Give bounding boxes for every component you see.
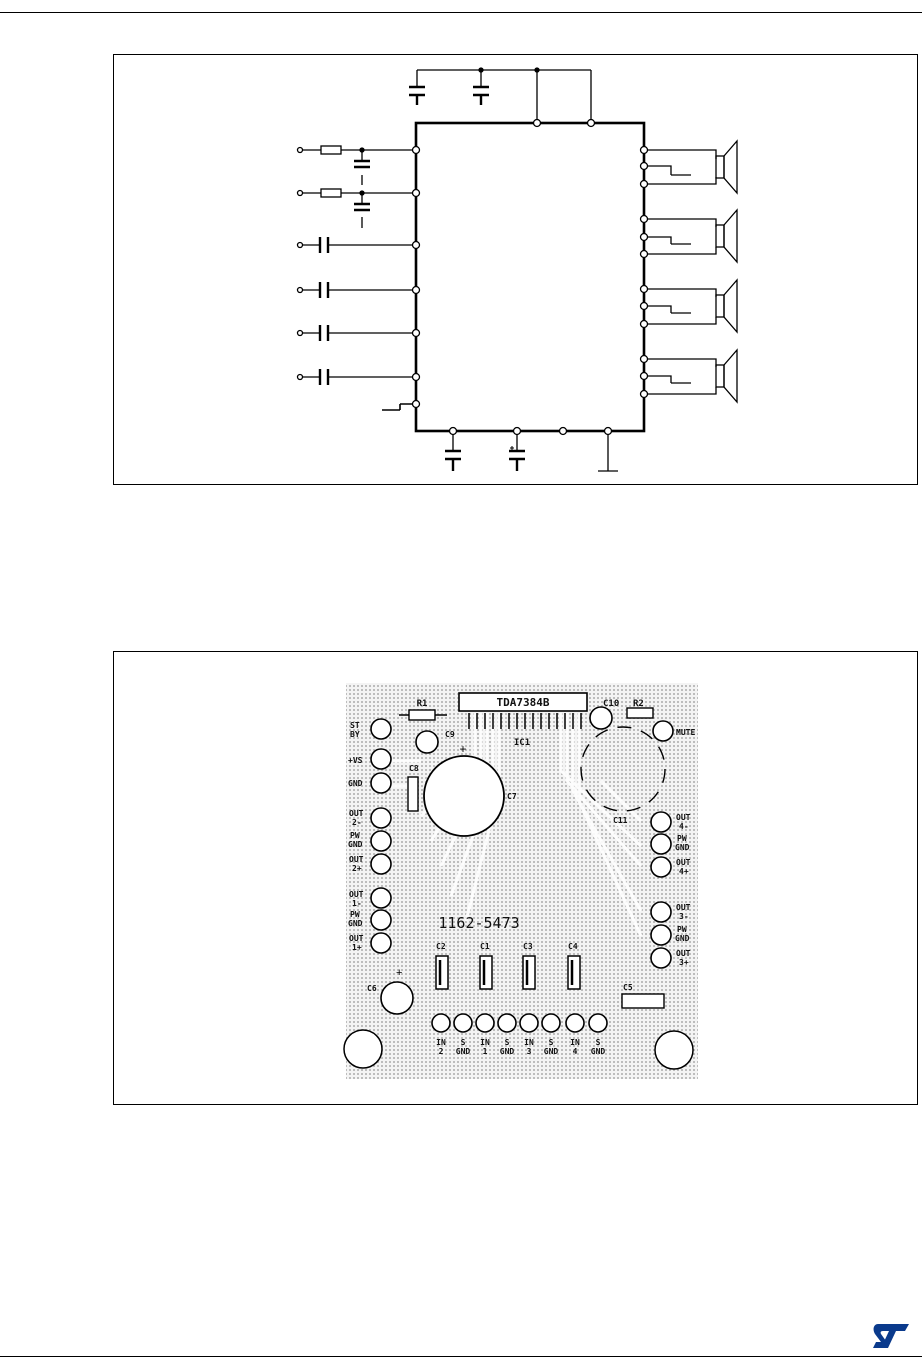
pad-label: GND [348, 840, 363, 849]
pad-label: 3- [679, 912, 689, 921]
input-network [296, 145, 416, 411]
c11-outline [580, 726, 666, 812]
r2-label: R2 [633, 699, 644, 709]
c10-body [589, 706, 613, 730]
left-pads: ST BY +VS GND OUT 2- PW GND OUT 2+ OUT 1… [348, 718, 392, 954]
pad-label: PW [677, 834, 687, 843]
pad-label: OUT [676, 858, 691, 867]
c2-label: C2 [436, 942, 446, 951]
pad-label: 3 [527, 1047, 532, 1056]
pad-label: GND [348, 919, 363, 928]
st-logo-icon [872, 1323, 910, 1349]
board-number: 1162-5473 [438, 914, 519, 932]
pad-label: 1- [352, 899, 362, 908]
pad-label: PW [677, 925, 687, 934]
c10-label: C10 [603, 699, 619, 709]
pad-label: GND [348, 779, 363, 788]
c3-label: C3 [523, 942, 533, 951]
c5-body [621, 993, 665, 1009]
pcb-board [346, 683, 698, 1079]
pad-label: 2+ [352, 864, 362, 873]
schematic-figure [113, 54, 918, 485]
c4-label: C4 [568, 942, 578, 951]
pcb-layout: TDA7384B IC1 R1 C9 C10 R2 C11 + C7 C8 11… [343, 683, 698, 1079]
ic-ref: IC1 [514, 738, 530, 748]
c9-label: C9 [445, 730, 455, 739]
r1-label: R1 [417, 699, 428, 709]
ic-pins [468, 713, 582, 729]
r1-body [408, 709, 436, 721]
footer-rule [0, 1356, 922, 1357]
schematic-diagram [296, 67, 738, 472]
pad-label: 4+ [679, 867, 689, 876]
pad-label: PW [350, 910, 360, 919]
pad-label: IN [436, 1038, 446, 1047]
ic-right-pins [639, 145, 649, 399]
pad-label: S [505, 1038, 510, 1047]
ic-bottom-pins [445, 426, 618, 472]
supply-capacitors [409, 67, 596, 128]
pad-label: OUT [676, 813, 691, 822]
pad-label: 2- [352, 818, 362, 827]
pad-label: GND [456, 1047, 471, 1056]
ic-left-pins [411, 145, 421, 409]
pad-label: MUTE [676, 728, 695, 737]
pad-label: OUT [349, 855, 364, 864]
c6-body [380, 981, 414, 1015]
pad-label: PW [350, 831, 360, 840]
ic-name: TDA7384B [497, 696, 550, 709]
pad-label: OUT [349, 934, 364, 943]
pad-label: 2 [439, 1047, 444, 1056]
c8-body [407, 776, 419, 812]
c7-label: C7 [507, 792, 517, 801]
header-rule [0, 12, 922, 13]
pad-label: GND [591, 1047, 606, 1056]
c5-label: C5 [623, 983, 633, 992]
ic-package [458, 692, 588, 712]
pad-label: BY [350, 730, 360, 739]
output-speakers [644, 139, 738, 404]
pad-label: S [549, 1038, 554, 1047]
pad-label: OUT [676, 903, 691, 912]
pad-label: OUT [349, 809, 364, 818]
pad-label: OUT [349, 890, 364, 899]
c11-label: C11 [613, 816, 628, 825]
pad-label: GND [675, 843, 690, 852]
mounting-hole-right [654, 1030, 694, 1070]
ic-body [414, 121, 646, 433]
c7-body [423, 755, 505, 837]
mounting-hole-left [343, 1029, 383, 1069]
c6-polarity: + [396, 967, 402, 979]
pad-label: 4 [573, 1047, 578, 1056]
c9-body [415, 730, 439, 754]
bottom-pads: IN 2 S GND IN 1 S GND IN 3 S GND IN 4 S [431, 1013, 608, 1056]
pad-label: GND [675, 934, 690, 943]
pad-label: IN [570, 1038, 580, 1047]
pcb-figure: TDA7384B IC1 R1 C9 C10 R2 C11 + C7 C8 11… [113, 651, 918, 1105]
pad-label: 1+ [352, 943, 362, 952]
c7-polarity: + [459, 742, 466, 756]
pad-label: OUT [676, 949, 691, 958]
pad-label: 4- [679, 822, 689, 831]
pad-label: 3+ [679, 958, 689, 967]
pad-label: S [596, 1038, 601, 1047]
pad-label: IN [524, 1038, 534, 1047]
pad-label: GND [544, 1047, 559, 1056]
pad-label: +VS [348, 756, 363, 765]
right-pads: MUTE OUT 4- PW GND OUT 4+ OUT 3- PW GND … [650, 720, 695, 969]
c8-label: C8 [409, 764, 419, 773]
pad-label: GND [500, 1047, 515, 1056]
pad-label: S [461, 1038, 466, 1047]
r2-body [626, 707, 654, 719]
input-capacitors [435, 955, 581, 990]
c6-label: C6 [367, 984, 377, 993]
c1-label: C1 [480, 942, 490, 951]
pad-label: ST [350, 721, 360, 730]
pad-label: 1 [483, 1047, 488, 1056]
pad-label: IN [480, 1038, 490, 1047]
